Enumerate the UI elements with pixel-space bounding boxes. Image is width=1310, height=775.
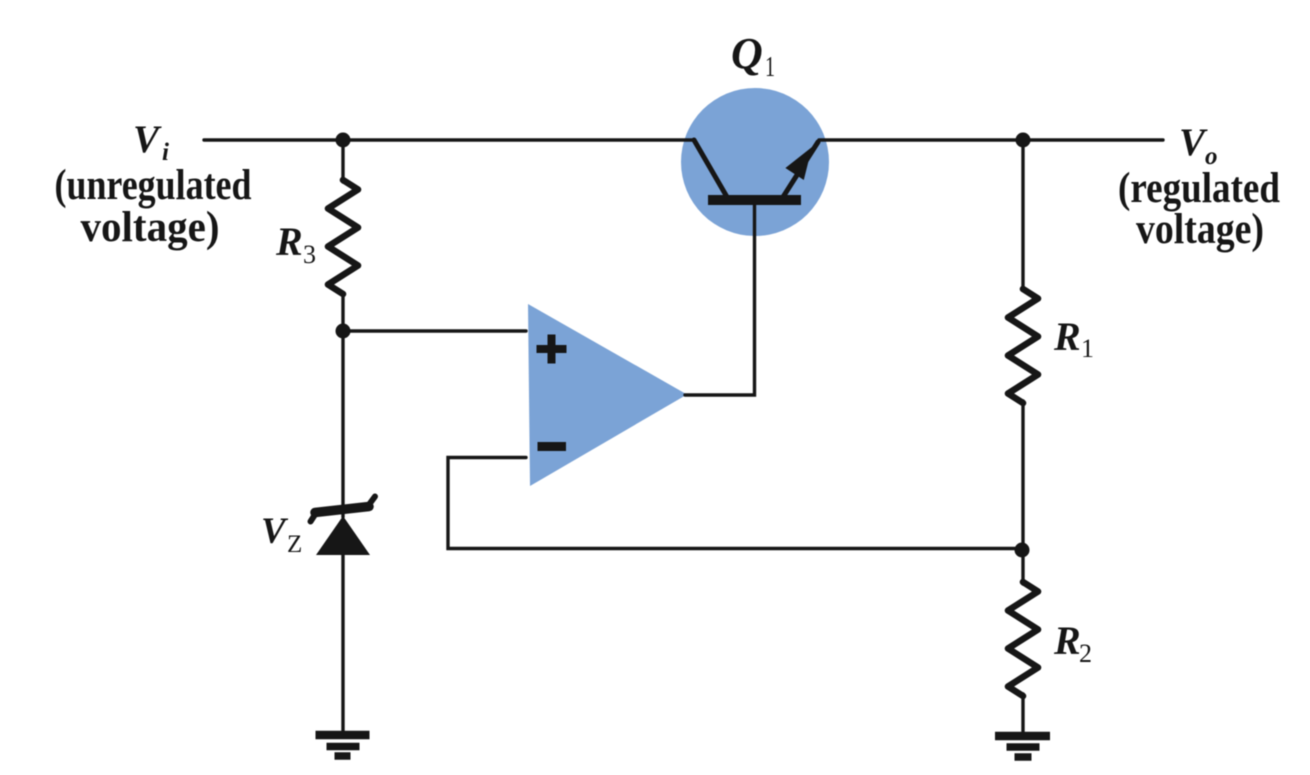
svg-text:R: R <box>1053 314 1081 359</box>
svg-text:R: R <box>1053 618 1081 663</box>
svg-text:R: R <box>275 219 303 264</box>
svg-text:3: 3 <box>303 240 316 269</box>
svg-text:voltage): voltage) <box>1136 206 1264 253</box>
svg-text:2: 2 <box>1079 639 1092 668</box>
svg-text:Q: Q <box>731 29 763 78</box>
svg-text:i: i <box>162 139 169 166</box>
svg-text:V: V <box>1179 121 1208 164</box>
svg-text:1: 1 <box>765 52 775 83</box>
svg-text:o: o <box>1205 143 1218 170</box>
svg-text:voltage): voltage) <box>81 204 220 251</box>
svg-text:1: 1 <box>1081 334 1094 363</box>
svg-text:Z: Z <box>287 531 302 558</box>
svg-text:V: V <box>261 511 289 552</box>
svg-text:(unregulated: (unregulated <box>55 162 252 209</box>
svg-text:V: V <box>133 118 162 161</box>
svg-text:(regulated: (regulated <box>1118 165 1280 212</box>
